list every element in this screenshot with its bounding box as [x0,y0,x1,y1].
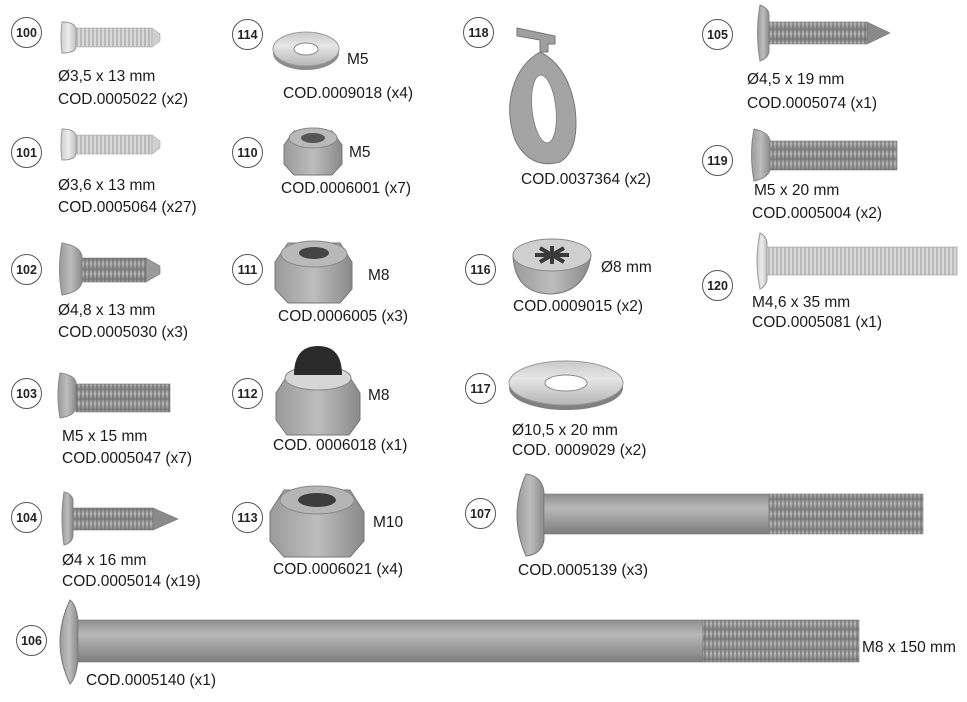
part-code: COD. 0009029 (x2) [512,442,647,459]
screw-103-drawing [57,372,171,419]
part-code: COD.0005047 (x7) [62,450,193,467]
screw-120-drawing [756,232,958,290]
bolt-107-drawing [516,473,924,557]
part-dimension: Ø4,8 x 13 mm [58,302,156,319]
screw-102-drawing [59,242,161,296]
part-number-badge: 102 [11,254,42,285]
part-number-badge: 117 [465,373,496,404]
part-code: COD.0005030 (x3) [58,324,189,341]
part-code: COD.0009015 (x2) [513,298,644,315]
part-number-badge: 112 [232,378,263,409]
part-number-badge: 104 [11,502,42,533]
part-size: M5 [347,51,369,68]
screw-101-drawing [60,128,161,161]
part-size: M5 [349,144,371,161]
part-number-badge: 118 [463,17,494,48]
part-number-badge: 107 [465,498,496,529]
part-size: M8 x 150 mm [862,639,956,656]
part-code: COD.0005139 (x3) [518,562,649,579]
part-number-badge: 105 [702,19,733,50]
push-cap-116-drawing [512,238,592,295]
part-code: COD.0005014 (x19) [62,573,201,590]
part-dimension: Ø3,6 x 13 mm [58,177,156,194]
bracket-118-drawing [509,27,577,165]
part-size: M8 [368,387,390,404]
part-code: COD.0006005 (x3) [278,308,409,325]
part-number-badge: 120 [702,270,733,301]
part-size: Ø8 mm [601,259,652,276]
part-code: COD.0005064 (x27) [58,199,197,216]
washer-114-drawing [272,31,340,70]
nut-110-drawing [283,127,343,176]
part-code: COD.0005004 (x2) [752,205,883,222]
part-number-badge: 106 [16,625,47,656]
part-number-badge: 101 [11,137,42,168]
screw-119-drawing [751,128,898,182]
part-dimension: Ø3,5 x 13 mm [58,68,156,85]
nut-113-drawing [269,485,365,558]
part-size: M8 [368,267,390,284]
part-dimension: M5 x 15 mm [62,428,148,445]
part-code: COD.0009018 (x4) [283,85,414,102]
part-number-badge: 110 [232,137,263,168]
part-code: COD.0037364 (x2) [521,171,652,188]
screw-104-drawing [61,491,179,546]
part-number-badge: 100 [11,17,42,48]
bolt-106-drawing [59,599,860,685]
part-number-badge: 113 [232,502,263,533]
part-size: M10 [373,514,404,531]
part-dimension: Ø4,5 x 19 mm [747,71,845,88]
part-dimension: M5 x 20 mm [754,182,840,199]
part-dimension: Ø10,5 x 20 mm [512,422,618,439]
washer-117-drawing [508,360,624,410]
part-code: COD.0006001 (x7) [281,180,412,197]
part-number-badge: 103 [11,378,42,409]
part-code: COD. 0006018 (x1) [273,437,408,454]
part-code: COD.0005081 (x1) [752,314,883,331]
part-number-badge: 111 [232,254,263,285]
part-dimension: Ø4 x 16 mm [62,552,147,569]
part-number-badge: 114 [232,19,263,50]
part-number-badge: 116 [465,254,496,285]
nut-111-drawing [274,240,353,304]
part-number-badge: 119 [702,145,733,176]
part-code: COD.0005074 (x1) [747,95,878,112]
part-code: COD.0005022 (x2) [58,91,189,108]
screw-100-drawing [60,21,161,54]
cap-nut-112-drawing [275,346,361,436]
part-code: COD.0006021 (x4) [273,561,404,578]
screw-105-drawing [757,4,891,62]
part-dimension: M4,6 x 35 mm [752,294,851,311]
part-code: COD.0005140 (x1) [86,672,217,689]
